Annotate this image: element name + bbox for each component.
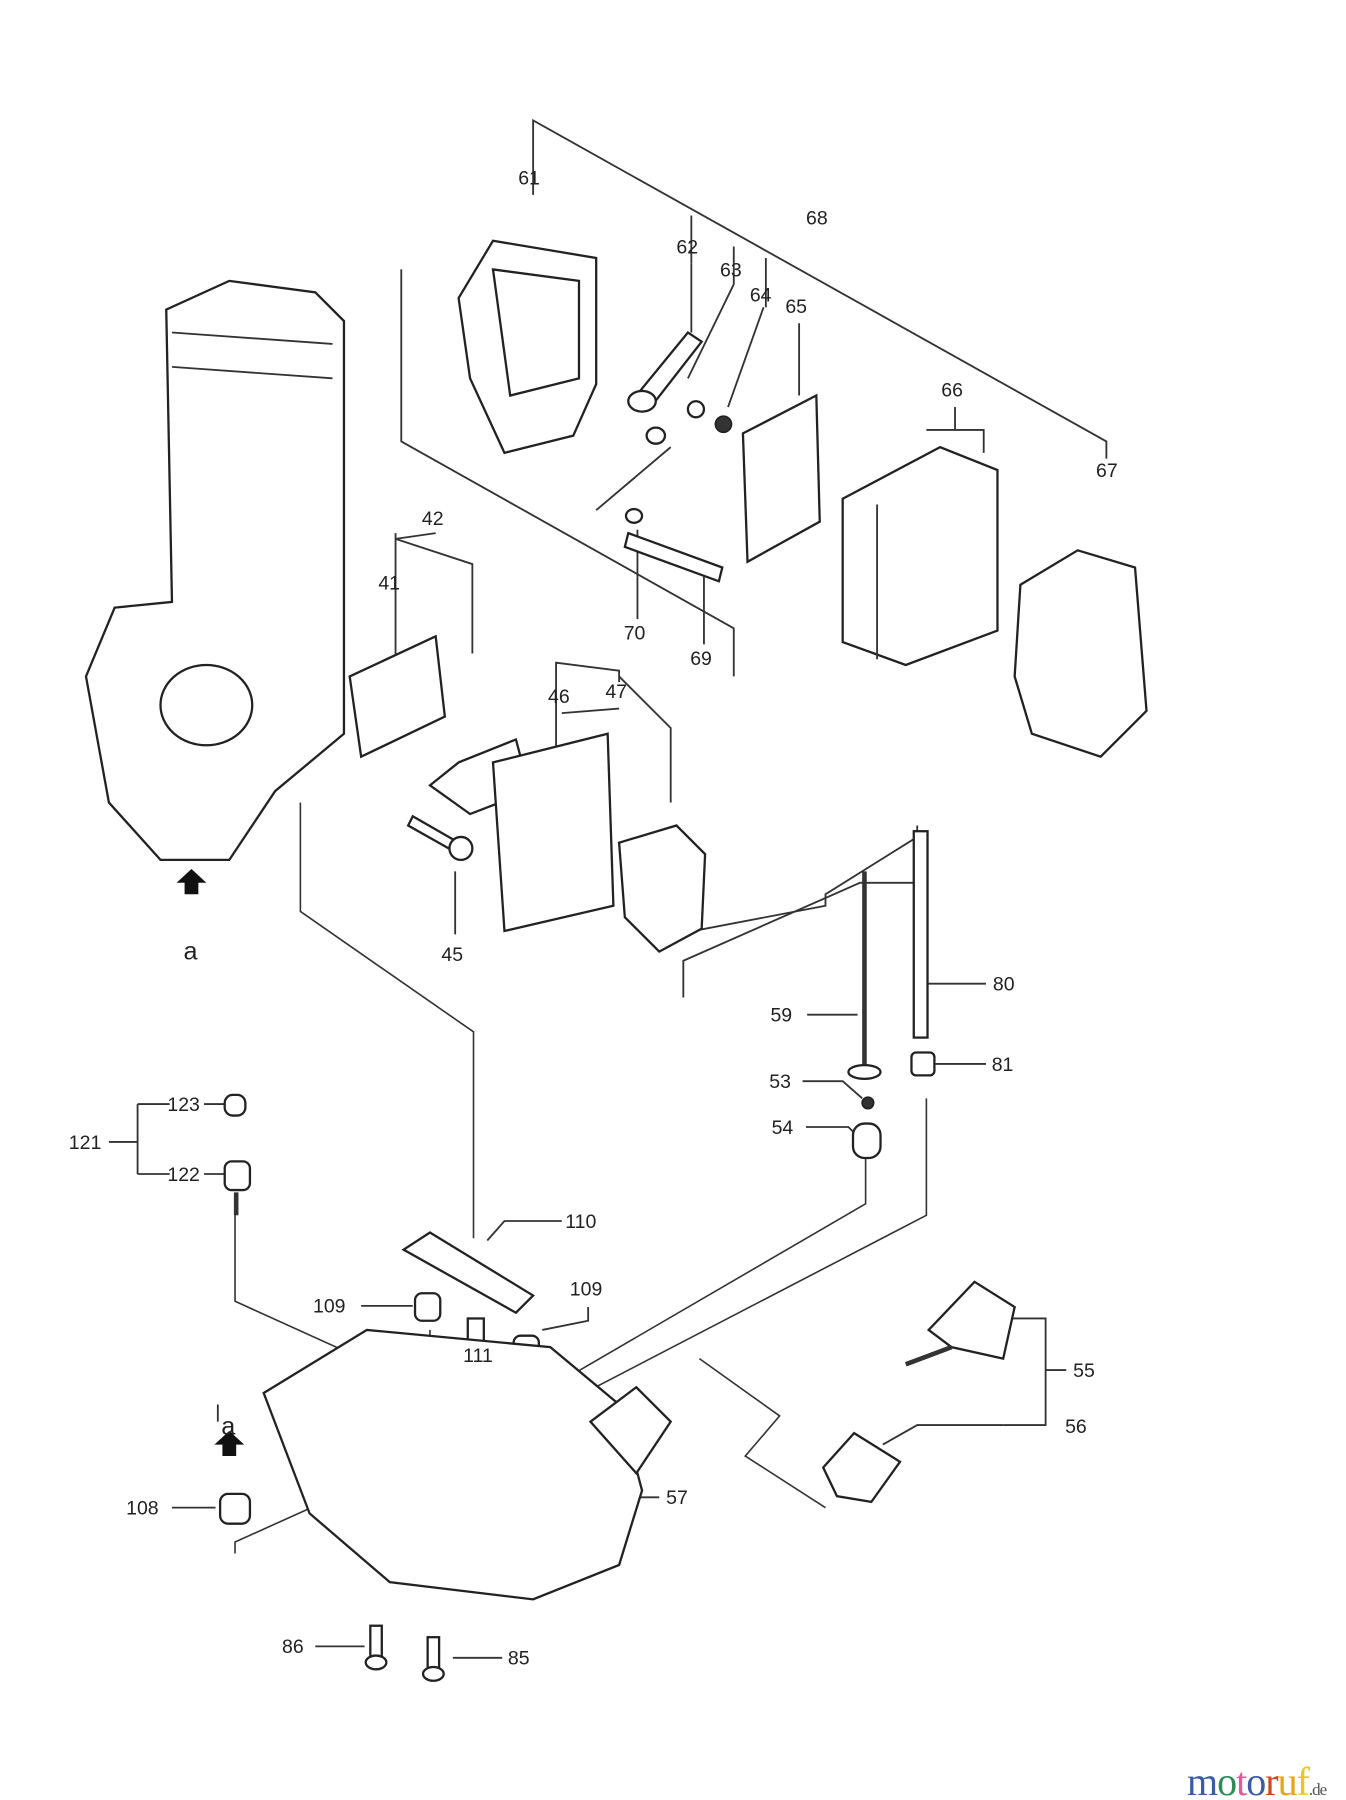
- motoruf-logo: motoruf.de: [1187, 1759, 1327, 1800]
- part-59-fuel-pipe: [847, 871, 882, 1160]
- label-109-left: 109: [313, 1296, 346, 1318]
- label-81: 81: [992, 1054, 1014, 1076]
- label-109-right: 109: [570, 1279, 603, 1301]
- part-55-56-fuel-cap: [821, 1280, 1016, 1504]
- engine-cylinder-crankcase: [84, 279, 346, 862]
- label-122: 122: [167, 1164, 200, 1186]
- label-59: 59: [770, 1005, 792, 1027]
- label-63: 63: [720, 259, 742, 281]
- label-80: 80: [993, 974, 1015, 996]
- label-45: 45: [441, 944, 463, 966]
- label-66: 66: [941, 380, 963, 402]
- label-86: 86: [282, 1636, 304, 1658]
- label-a-bottom: a: [221, 1412, 236, 1440]
- part-45-bolt: [406, 814, 474, 862]
- part-labels: 61 62 63 64 65 68 66 67 42 41 70 69 47 4…: [69, 168, 1118, 1670]
- label-123: 123: [167, 1094, 200, 1116]
- label-64: 64: [750, 285, 772, 307]
- part-62-65-fittings: [627, 330, 821, 564]
- part-121-123-vent: [223, 1093, 252, 1216]
- label-62: 62: [676, 236, 698, 258]
- label-41: 41: [378, 572, 400, 594]
- label-46: 46: [548, 686, 570, 708]
- label-55: 55: [1073, 1360, 1095, 1382]
- label-a-top: a: [183, 938, 198, 966]
- part-46-gasket: [491, 732, 615, 933]
- arrow-a-icons: [176, 869, 245, 1457]
- label-110: 110: [565, 1211, 596, 1233]
- label-121: 121: [69, 1132, 102, 1154]
- label-61: 61: [518, 168, 540, 190]
- part-67-air-cleaner-cover: [1013, 549, 1148, 758]
- label-67: 67: [1096, 460, 1118, 482]
- part-61-air-cleaner-case: [457, 239, 598, 455]
- part-57-fuel-tank: [262, 1328, 673, 1601]
- label-57: 57: [666, 1487, 688, 1509]
- part-108-grommet: [218, 1492, 252, 1525]
- label-111: 111: [463, 1345, 493, 1367]
- label-108: 108: [126, 1498, 159, 1520]
- label-85: 85: [508, 1648, 530, 1670]
- label-42: 42: [422, 508, 444, 530]
- part-66-filter-element: [841, 445, 999, 667]
- label-56: 56: [1065, 1416, 1087, 1438]
- label-70: 70: [624, 623, 646, 645]
- part-80-81-return-pipe: [910, 830, 936, 1077]
- label-69: 69: [690, 648, 712, 670]
- part-47-carburetor: [617, 824, 707, 954]
- label-68: 68: [806, 208, 828, 230]
- label-47: 47: [605, 681, 627, 703]
- part-85-86-screws: [364, 1624, 445, 1682]
- label-65: 65: [785, 296, 807, 318]
- label-54: 54: [772, 1117, 794, 1139]
- part-69-70-bolt-washer: [623, 507, 724, 583]
- arrow-up-icon: [176, 869, 207, 895]
- label-53: 53: [769, 1071, 791, 1093]
- arrow-up-icon: [214, 1430, 245, 1457]
